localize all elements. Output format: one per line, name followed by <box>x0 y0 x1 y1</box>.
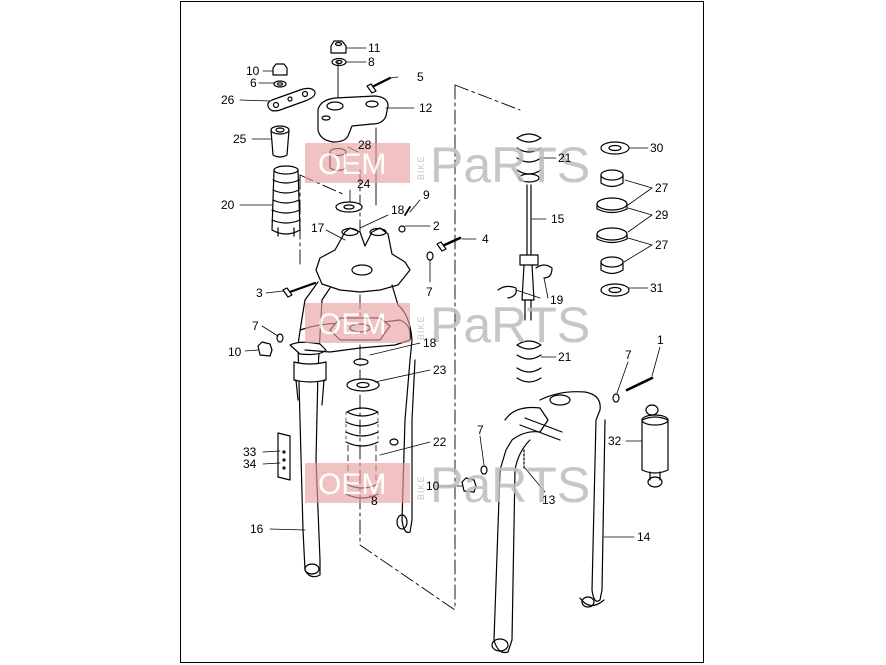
callout-17: 17 <box>311 221 325 235</box>
watermark-bike-text: BIKE <box>416 475 426 500</box>
nut-10-part <box>272 63 288 88</box>
callout-33: 33 <box>243 445 257 459</box>
callout-30: 30 <box>650 141 664 155</box>
watermark-bottom: OEM BIKE PaRTS <box>305 457 590 513</box>
callout-15: 15 <box>551 212 565 226</box>
callout-16: 16 <box>250 522 264 536</box>
callout-3: 3 <box>256 286 263 300</box>
callout-7: 7 <box>477 423 484 437</box>
callout-19: 19 <box>550 293 564 307</box>
callout-25: 25 <box>233 132 247 146</box>
callout-20: 20 <box>221 198 235 212</box>
steering-stem-15-part <box>497 133 553 383</box>
shock-absorber-32-part <box>612 376 669 488</box>
callout-18: 18 <box>391 203 405 217</box>
callout-29: 29 <box>655 208 669 222</box>
bracket-26-part <box>267 87 316 112</box>
callout-10: 10 <box>246 64 260 78</box>
callout-10: 10 <box>426 479 440 493</box>
washer-24-part <box>335 201 363 213</box>
callout-28: 28 <box>358 138 372 152</box>
watermark-bike-text: BIKE <box>416 155 426 180</box>
nut-10-lower-part <box>461 465 488 493</box>
fork-assembly-16-part <box>282 227 416 578</box>
watermark-bike-text: BIKE <box>416 315 426 340</box>
callout-8: 8 <box>371 494 378 508</box>
rubber-boot-20-part <box>271 165 301 237</box>
callout-21: 21 <box>558 350 572 364</box>
nut-10-left-part <box>257 333 284 357</box>
callout-14: 14 <box>637 530 651 544</box>
callout-27: 27 <box>655 181 669 195</box>
watermark-oem-text: OEM <box>318 468 386 501</box>
bushing-25-part <box>270 125 290 158</box>
leader-lines <box>239 47 661 538</box>
callout-12: 12 <box>419 101 433 115</box>
callout-10: 10 <box>228 345 242 359</box>
watermark-parts-text: PaRTS <box>430 137 590 193</box>
bearing-stack-part <box>596 141 630 297</box>
callout-2: 2 <box>433 219 440 233</box>
callout-1: 1 <box>657 333 664 347</box>
callout-27: 27 <box>655 238 669 252</box>
callout-32: 32 <box>608 434 622 448</box>
callout-34: 34 <box>243 457 257 471</box>
bolt-4-part <box>426 236 462 261</box>
callout-23: 23 <box>433 363 447 377</box>
diagram-frame <box>180 1 704 663</box>
callout-18: 18 <box>423 336 437 350</box>
decal-plate-33-part <box>277 432 291 481</box>
watermark-oem-text: OEM <box>318 308 386 341</box>
callout-13: 13 <box>542 493 556 507</box>
callout-7: 7 <box>426 285 433 299</box>
watermark-top: OEM BIKE PaRTS <box>305 137 590 193</box>
callout-8: 8 <box>368 55 375 69</box>
screw-9-part <box>398 206 411 233</box>
watermark-oem-text: OEM <box>318 148 386 181</box>
callout-6: 6 <box>250 76 257 90</box>
callout-26: 26 <box>221 93 235 107</box>
watermark-parts-text: PaRTS <box>430 457 590 513</box>
callout-9: 9 <box>423 188 430 202</box>
watermark-middle: OEM BIKE PaRTS <box>305 297 590 353</box>
top-cap-nut-part <box>330 40 347 67</box>
callout-7: 7 <box>252 319 259 333</box>
bolt-5-part <box>366 76 392 94</box>
callout-31: 31 <box>650 281 664 295</box>
callout-21: 21 <box>558 151 572 165</box>
watermark-parts-text: PaRTS <box>430 297 590 353</box>
watermark-group: OEM BIKE PaRTS OEM BIKE PaRTS OEM BIKE P… <box>305 137 590 513</box>
callout-5: 5 <box>417 70 424 84</box>
callout-24: 24 <box>357 177 371 191</box>
callout-4: 4 <box>482 232 489 246</box>
callout-11: 11 <box>368 41 381 55</box>
rocker-fork-14-part <box>491 391 606 654</box>
callout-labels: 11 8 10 6 5 26 12 25 28 24 20 9 18 2 17 … <box>221 41 669 544</box>
assembly-dashed-lines <box>299 84 521 611</box>
callout-7: 7 <box>625 348 632 362</box>
callout-22: 22 <box>433 435 447 449</box>
